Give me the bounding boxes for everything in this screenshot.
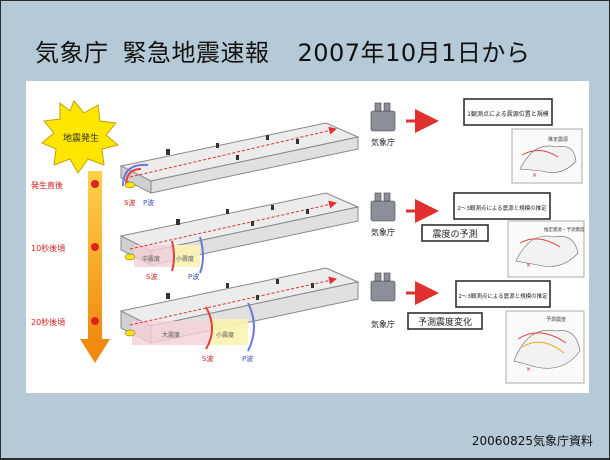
info-box-1 [463,98,553,126]
intensity-large-label-3: 大震度 [162,331,180,339]
agency-device-2 [370,192,396,222]
map-panel-3: × 予測震度 [505,310,585,384]
intensity-small-label-3: 小震度 [216,331,234,339]
s-wave-label-3: S波 [202,354,213,363]
timeline-dot-3 [91,317,99,325]
agency-device-3 [370,272,396,302]
title-agency: 気象庁 [35,39,109,67]
s-wave-label-1: S波 [124,198,135,207]
slide-title: 気象庁緊急地震速報 2007年10月1日から [35,33,530,68]
info-box-2 [453,192,551,220]
ground-block-3: 大震度 小震度 S波 P波 [119,267,360,363]
title-main: 緊急地震速報 [122,39,270,67]
info-box-2-text: 2～3観測点による震源と規模の推定 [457,204,547,212]
tag-intensity-change-text: 予測震度変化 [418,316,472,328]
agency-label-3: 気象庁 [371,319,395,329]
agency-label-1: 気象庁 [371,137,395,147]
earthquake-burst-shape [41,100,120,174]
intensity-medium-label-2: 中震度 [142,255,160,263]
svg-text:×: × [526,366,531,373]
info-box-3 [455,280,551,308]
timeline-label-2: 10秒後頃 [31,243,65,253]
timeline-arrowhead [80,339,110,363]
tag-intensity-prediction [421,224,489,242]
map-1-label: 推定震源 [548,136,568,143]
timeline-dot-1 [91,180,99,188]
intensity-small-label-2: 小震度 [176,255,194,263]
timeline-label-1: 発生直後 [31,180,63,190]
eew-diagram: 地震発生 発生直後 10秒後頃 20秒後頃 S波 P波 [26,81,589,393]
map-3-label: 予測震度 [546,316,566,323]
svg-text:×: × [526,262,531,269]
p-wave-label-1: P波 [143,198,154,207]
p-wave-label-3: P波 [242,354,253,363]
agency-device-1 [370,102,396,132]
timeline-dot-2 [91,243,99,251]
p-wave-label-2: P波 [188,272,199,281]
burst-label: 地震発生 [63,132,99,144]
tag-intensity-prediction-text: 震度の予測 [432,228,477,240]
source-note: 20060825気象庁資料 [471,434,593,448]
s-wave-label-2: S波 [146,272,157,281]
tag-intensity-change [407,312,483,330]
station-markers [166,135,314,300]
ground-block-2: 中震度 小震度 S波 P波 [119,192,360,281]
timeline-bar [88,171,102,341]
svg-text:×: × [532,172,537,179]
info-box-3-text: 2～3観測点による震源と規模の推定 [458,292,548,300]
info-box-1-text: 1観測点による震源位置と規模 [467,110,549,118]
map-panel-1: × 推定震源 [511,128,583,184]
agency-label-2: 気象庁 [371,227,395,237]
map-2-label: 推定震源・予測震度 [544,226,585,233]
ground-block-1: S波 P波 [119,122,360,207]
timeline-label-3: 20秒後頃 [31,317,65,327]
title-date: 2007年10月1日から [297,39,531,67]
map-panel-2: × 推定震源・予測震度 [507,220,585,278]
